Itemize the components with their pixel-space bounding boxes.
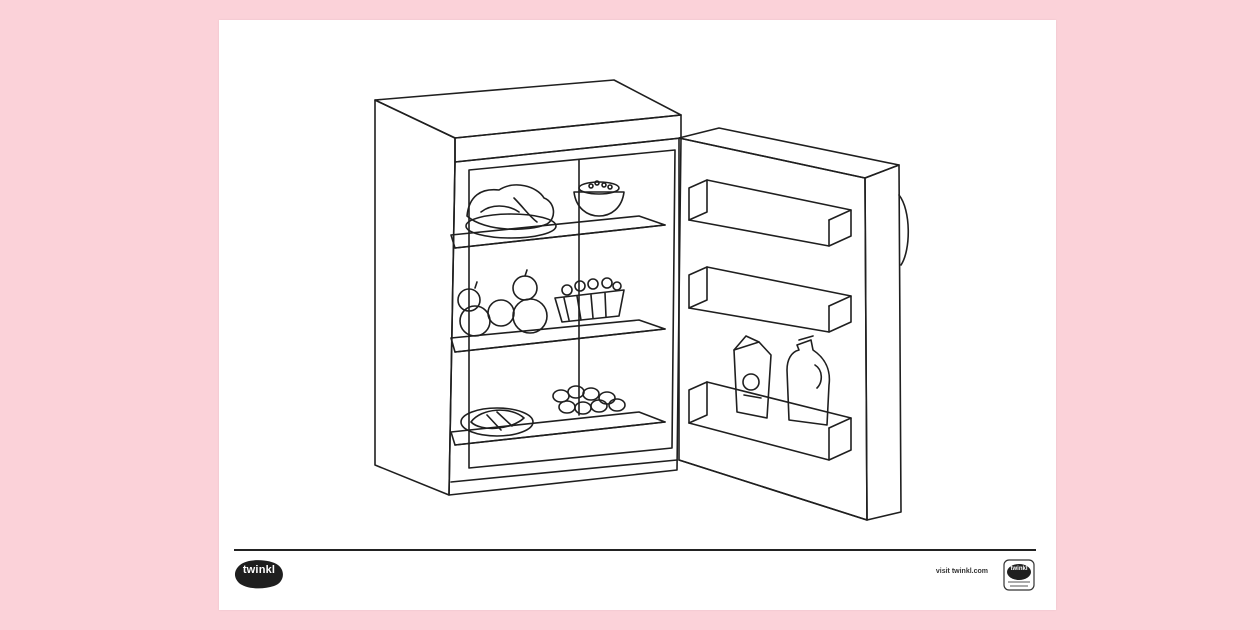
milk-jug — [786, 335, 831, 426]
apples — [457, 269, 548, 337]
badge-label: twinkl — [1010, 566, 1028, 572]
fish-plate — [460, 407, 534, 437]
logo-blob-icon — [234, 560, 283, 589]
twinkl-logo[interactable]: twinkl — [234, 559, 284, 589]
cabbage-plate — [465, 184, 557, 239]
logo-text: twinkl — [242, 564, 276, 576]
footer-divider — [234, 549, 1036, 551]
badge-icon — [1003, 559, 1035, 591]
coloring-sheet: twinkl visit twinkl.com twinkl — [219, 20, 1056, 610]
refrigerator-illustration — [374, 79, 910, 521]
twinkl-badge: twinkl — [1002, 558, 1036, 592]
milk-carton — [733, 335, 772, 419]
strawberry-basket — [554, 277, 625, 323]
eggs — [552, 385, 626, 415]
fridge-body — [374, 79, 682, 496]
fridge-door — [678, 127, 910, 521]
fridge-shelves — [450, 215, 666, 446]
berry-bowl — [573, 180, 625, 217]
site-url-link[interactable]: visit twinkl.com — [935, 568, 988, 575]
